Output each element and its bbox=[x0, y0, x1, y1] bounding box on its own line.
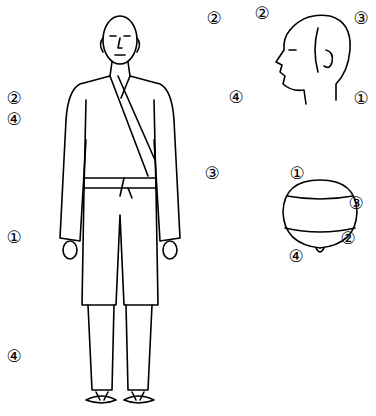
callout-number: ③ bbox=[204, 165, 219, 182]
callout-number: ② bbox=[254, 5, 269, 22]
callout-number: ② bbox=[340, 230, 355, 247]
callout-number: ① bbox=[289, 165, 304, 182]
callout-number: ④ bbox=[228, 89, 243, 106]
head-top-view bbox=[283, 180, 357, 252]
callout-number: ③ bbox=[348, 195, 363, 212]
callout-number: ① bbox=[353, 90, 368, 107]
standing-figure bbox=[60, 16, 180, 403]
callout-number: ④ bbox=[6, 111, 21, 128]
callout-number: ① bbox=[6, 229, 21, 246]
callout-number: ② bbox=[206, 10, 221, 27]
head-profile bbox=[276, 15, 350, 104]
callout-number: ④ bbox=[288, 248, 303, 265]
callout-number: ② bbox=[6, 90, 21, 107]
callout-number: ③ bbox=[353, 10, 368, 27]
callout-number: ④ bbox=[6, 348, 21, 365]
